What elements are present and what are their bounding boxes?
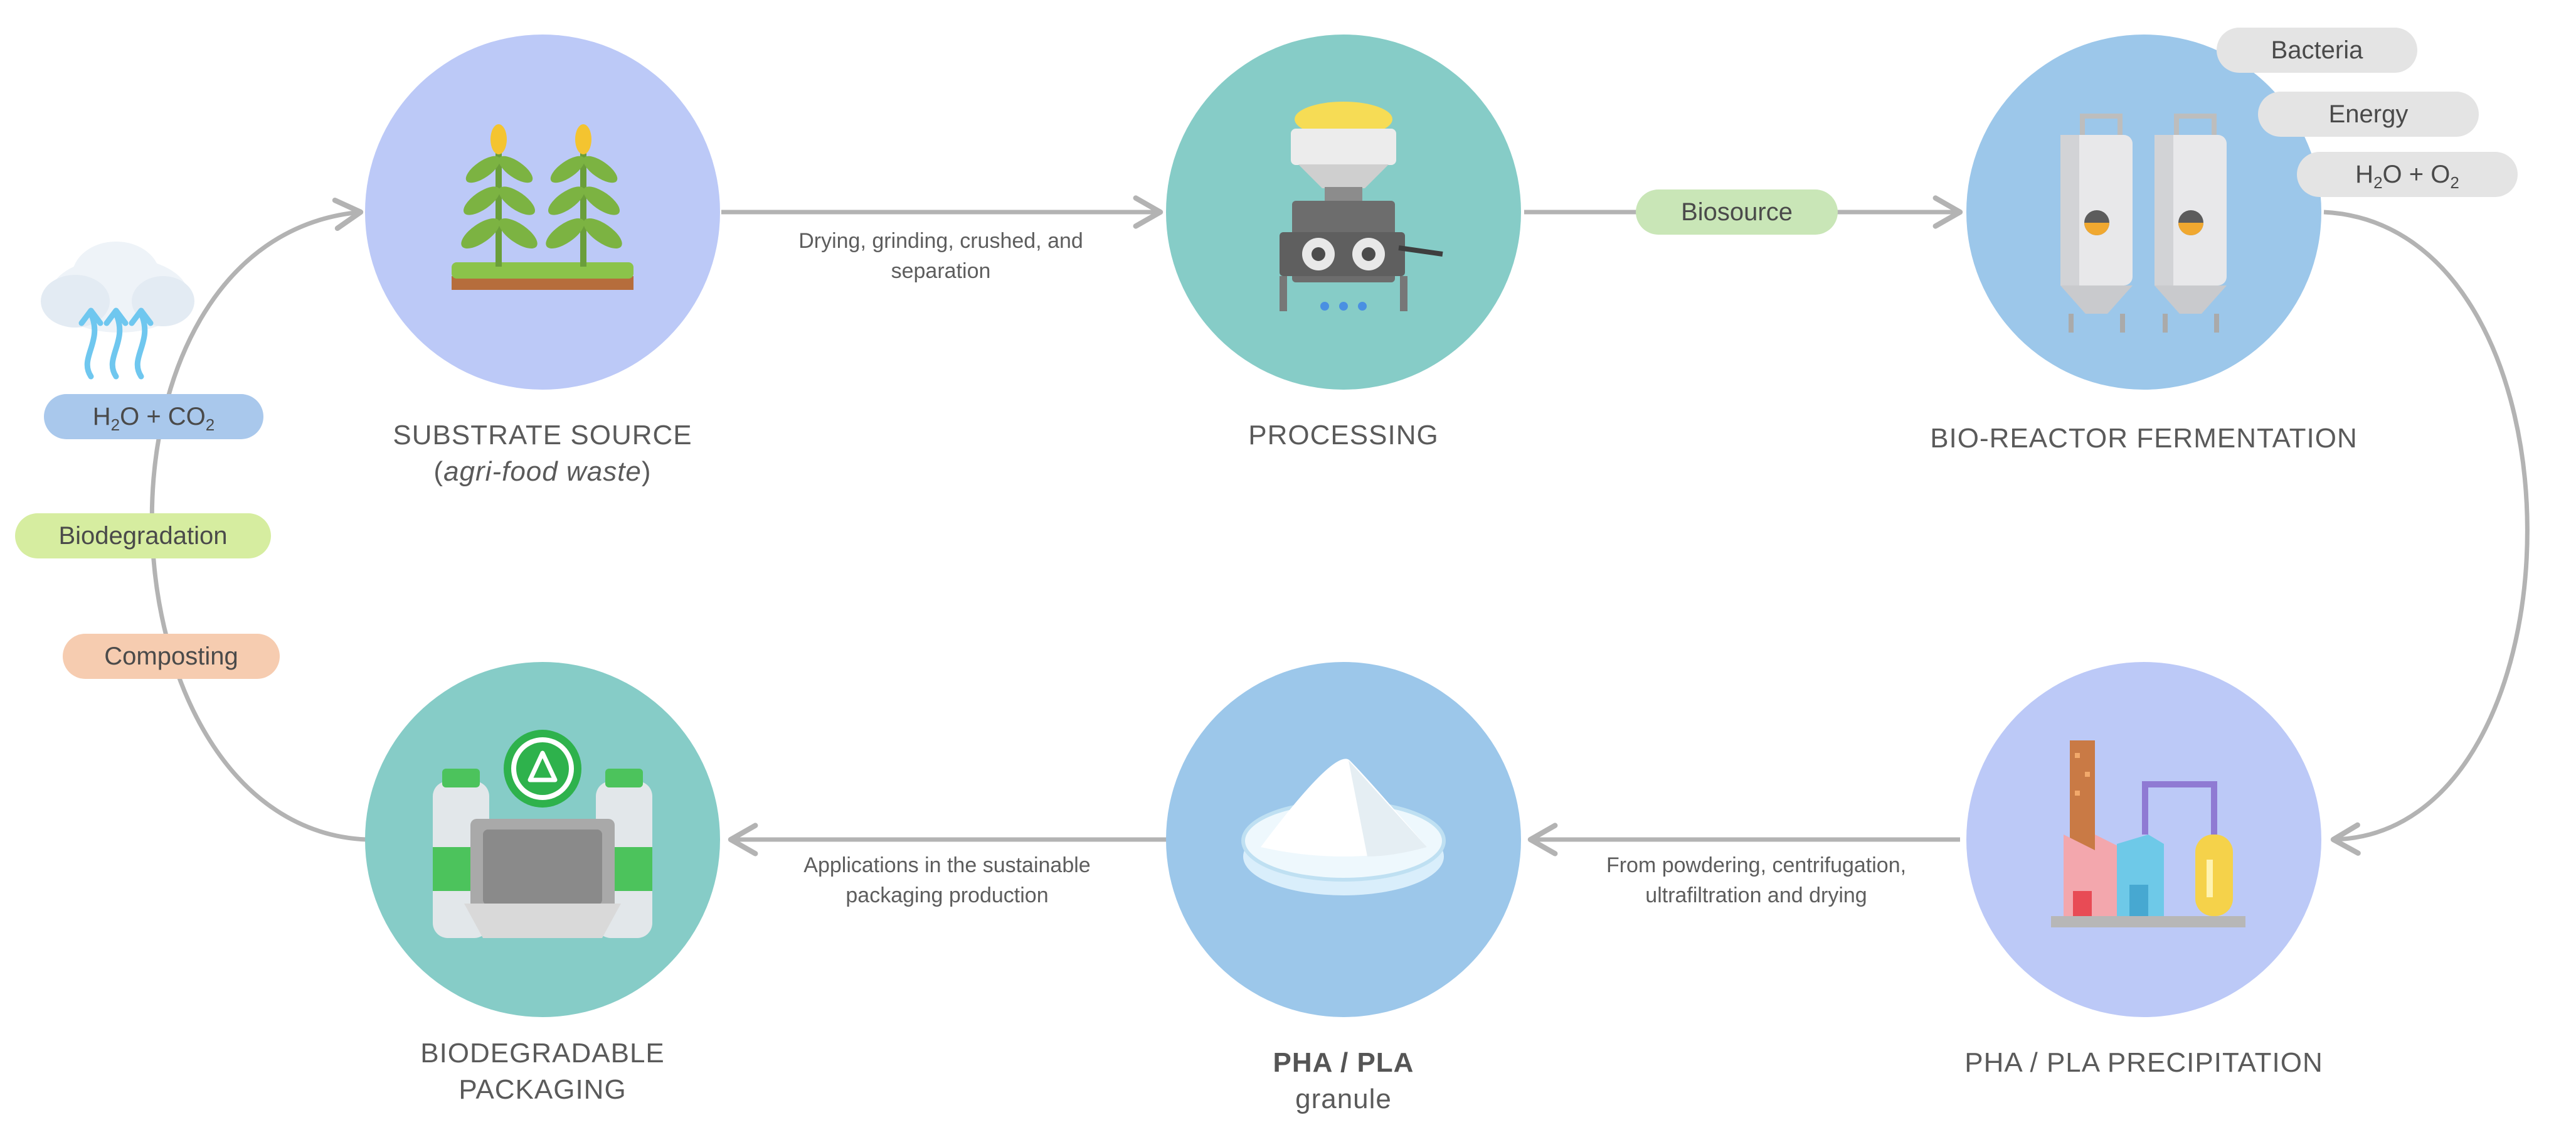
powdering-label-line2: ultrafiltration and drying — [1645, 883, 1867, 907]
substrate-title: SUBSTRATE SOURCE (agri-food waste) — [354, 417, 731, 490]
substrate-circle — [365, 35, 720, 390]
powdering-label: From powdering, centrifugation, ultrafil… — [1549, 850, 1963, 910]
precipitation-title: PHA / PLA PRECIPITATION — [1964, 1047, 2323, 1078]
h2o-co2-mid: O + CO — [120, 403, 206, 430]
processing-machine-icon — [1280, 102, 1443, 311]
processing-title: PROCESSING — [1248, 420, 1439, 451]
granule-title-text: PHA / PLA — [1273, 1047, 1414, 1078]
h2o-o2-pill: H2O + O2 — [2297, 152, 2518, 197]
granule-title: PHA / PLA granule — [1155, 1045, 1532, 1118]
arrow-bioreactor-to-precipitation — [2323, 210, 2530, 856]
petri-dish-powder-icon — [1241, 759, 1446, 895]
h2o-o2-sub2: 2 — [2450, 173, 2459, 192]
packaging-title-line1: BIODEGRADABLE — [420, 1038, 665, 1069]
h2o-co2-sub1: 2 — [110, 415, 120, 434]
recyclable-packaging-icon — [433, 730, 652, 938]
h2o-o2-sub1: 2 — [2373, 173, 2383, 192]
substrate-subtitle: agri-food waste — [443, 456, 642, 487]
cloud-evaporation-icon — [41, 242, 194, 380]
biodegradation-pill: Biodegradation — [15, 513, 271, 558]
factory-icon — [2051, 740, 2245, 927]
h2o-co2-sub2: 2 — [205, 415, 215, 434]
substrate-title-text: SUBSTRATE SOURCE — [393, 420, 692, 451]
powdering-label-line1: From powdering, centrifugation, — [1606, 853, 1907, 877]
h2o-o2-h: H — [2355, 161, 2374, 188]
steel-tanks-icon — [2060, 114, 2227, 333]
composting-pill: Composting — [63, 634, 280, 679]
h2o-co2-pill: H2O + CO2 — [44, 394, 263, 439]
granule-subtitle: granule — [1295, 1084, 1392, 1114]
drying-label-line1: Drying, grinding, crushed, and — [798, 229, 1083, 253]
applications-label: Applications in the sustainable packagin… — [740, 850, 1154, 910]
applications-label-line1: Applications in the sustainable — [803, 853, 1091, 877]
drying-label-line2: separation — [891, 259, 991, 283]
energy-pill: Energy — [2258, 92, 2479, 137]
packaging-title-line2: PACKAGING — [458, 1074, 627, 1105]
applications-label-line2: packaging production — [845, 883, 1049, 907]
bioreactor-title: BIO-REACTOR FERMENTATION — [1930, 423, 2358, 454]
bacteria-pill: Bacteria — [2217, 28, 2417, 73]
biosource-pill: Biosource — [1636, 189, 1838, 235]
h2o-o2-mid: O + O — [2382, 161, 2451, 188]
substrate-subtitle-line: (agri-food waste) — [433, 456, 652, 487]
drying-label: Drying, grinding, crushed, and separatio… — [740, 226, 1142, 286]
packaging-title: BIODEGRADABLE PACKAGING — [354, 1035, 731, 1108]
h2o-co2-h: H — [92, 403, 111, 430]
bioreactor-circle — [1966, 35, 2321, 390]
wheat-plants-icon — [452, 124, 633, 290]
